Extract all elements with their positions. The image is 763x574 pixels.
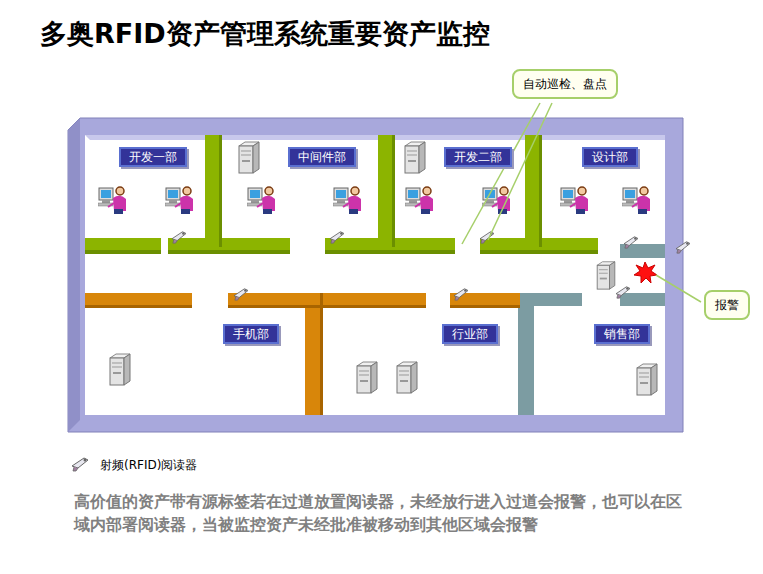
node-text: 行业部 [452, 327, 488, 341]
reader-symbol [72, 458, 88, 471]
dept-label: 开发一部 [119, 147, 187, 167]
dept-label: 设计部 [582, 147, 638, 167]
caption: 高价值的资产带有源标签若在过道放置阅读器，未经放行进入过道会报警，也可以在区域内… [74, 490, 686, 536]
title: 多奥RFID资产管理系统重要资产监控 [40, 16, 490, 52]
callout-box: 自动巡检、盘点 [512, 69, 618, 99]
node-text: 销售部 [604, 327, 640, 341]
node-text: 自动巡检、盘点 [523, 77, 607, 91]
node-text: 开发二部 [454, 150, 502, 164]
callout-box: 报警 [704, 290, 750, 320]
dept-label: 手机部 [223, 324, 279, 344]
node-text: 开发一部 [129, 150, 177, 164]
dept-label: 开发二部 [444, 147, 512, 167]
legend-text: 射频(RFID)阅读器 [100, 457, 197, 474]
node-text: 手机部 [233, 327, 269, 341]
dept-label: 中间件部 [288, 147, 356, 167]
dept-label: 销售部 [594, 324, 650, 344]
dept-label: 行业部 [442, 324, 498, 344]
node-text: 中间件部 [298, 150, 346, 164]
node-text: 设计部 [592, 150, 628, 164]
node-text: 报警 [715, 298, 739, 312]
